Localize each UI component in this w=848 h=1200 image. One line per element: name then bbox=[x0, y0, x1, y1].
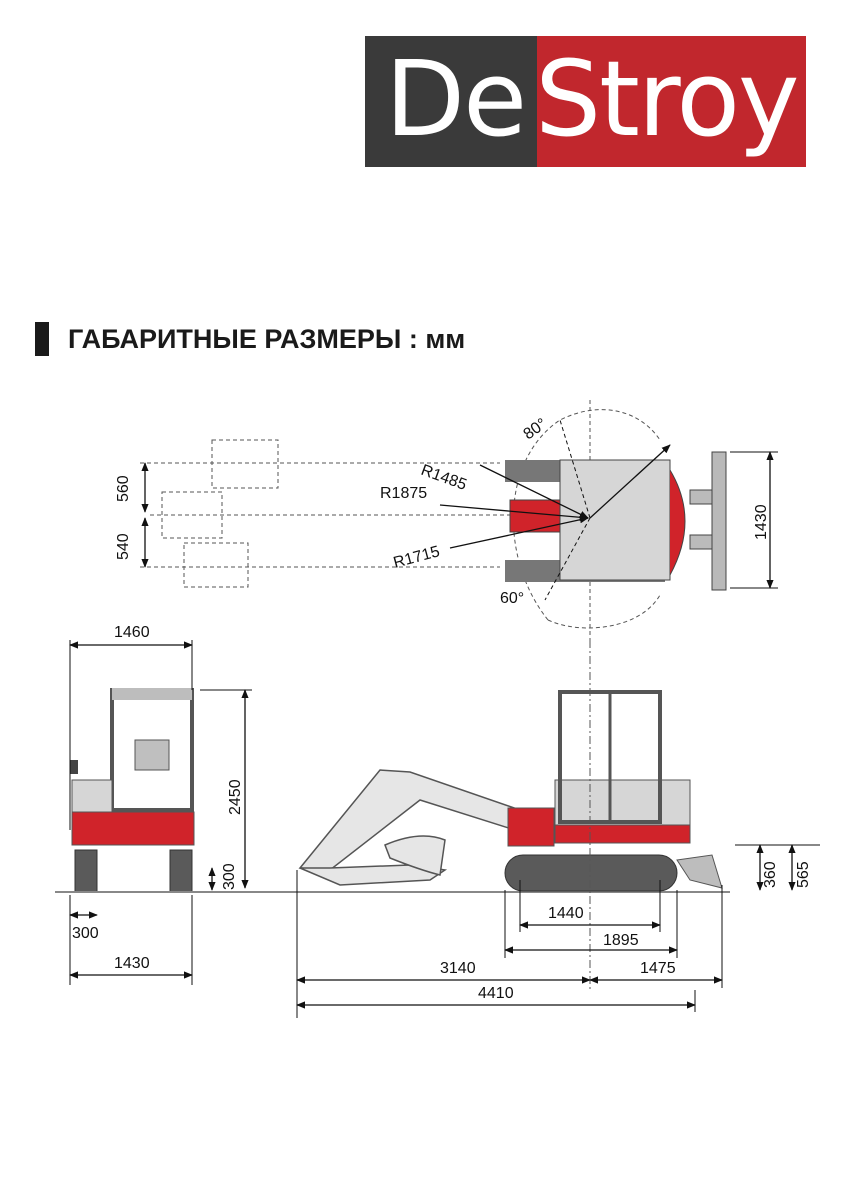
dim-tumbler-distance: 1440 bbox=[548, 905, 584, 922]
dim-offset-left: 560 bbox=[115, 475, 132, 502]
logo-word-de: De bbox=[385, 38, 527, 160]
section-title: ГАБАРИТНЫЕ РАЗМЕРЫ : мм bbox=[68, 324, 466, 354]
counterweight bbox=[669, 469, 686, 576]
dim-track-width: 300 bbox=[72, 925, 99, 942]
dim-blade-height-1: 360 bbox=[762, 861, 779, 888]
logo-word-stroy: Stroy bbox=[535, 38, 799, 160]
dim-front-reach: 3140 bbox=[440, 960, 476, 977]
dim-ground-clearance: 300 bbox=[221, 863, 238, 890]
dim-angle-bottom: 60° bbox=[500, 590, 524, 607]
logo-red-panel bbox=[537, 36, 806, 167]
logo-text: DeStroy bbox=[385, 36, 800, 165]
bucket bbox=[384, 835, 446, 876]
dim-offset-right: 540 bbox=[115, 533, 132, 560]
dim-height-total: 2450 bbox=[227, 779, 244, 815]
dim-rear-length: 1475 bbox=[640, 960, 676, 977]
dim-track-length: 1895 bbox=[603, 932, 639, 949]
dim-overall-width: 1430 bbox=[114, 955, 150, 972]
dim-blade-width: 1430 bbox=[753, 504, 770, 540]
boom-bracket bbox=[509, 499, 561, 533]
front-view: 1460 2450 300 300 1430 bbox=[55, 624, 730, 985]
dim-blade-height-2: 565 bbox=[795, 861, 812, 888]
side-view: 360 565 1440 1895 3140 1475 4410 bbox=[296, 640, 820, 1018]
dim-radius-3: R1715 bbox=[392, 543, 442, 572]
blade bbox=[711, 451, 727, 591]
seat bbox=[134, 739, 170, 771]
dim-radius-2: R1875 bbox=[380, 485, 427, 502]
dim-overall-length: 4410 bbox=[478, 985, 514, 1002]
side-blade bbox=[676, 854, 723, 889]
section-marker bbox=[35, 322, 49, 356]
side-track bbox=[504, 854, 678, 892]
top-view: 560 540 R1485 R1875 R1715 80° 60° 1430 bbox=[115, 400, 778, 640]
dim-width-cab: 1460 bbox=[114, 624, 150, 641]
logo-dark-panel bbox=[365, 36, 537, 167]
swing-bracket bbox=[507, 807, 555, 847]
dipper-arm bbox=[299, 864, 448, 886]
destroy-logo: DeStroy bbox=[365, 36, 806, 167]
dim-angle-top: 80° bbox=[521, 415, 551, 443]
front-body-red bbox=[71, 811, 195, 846]
